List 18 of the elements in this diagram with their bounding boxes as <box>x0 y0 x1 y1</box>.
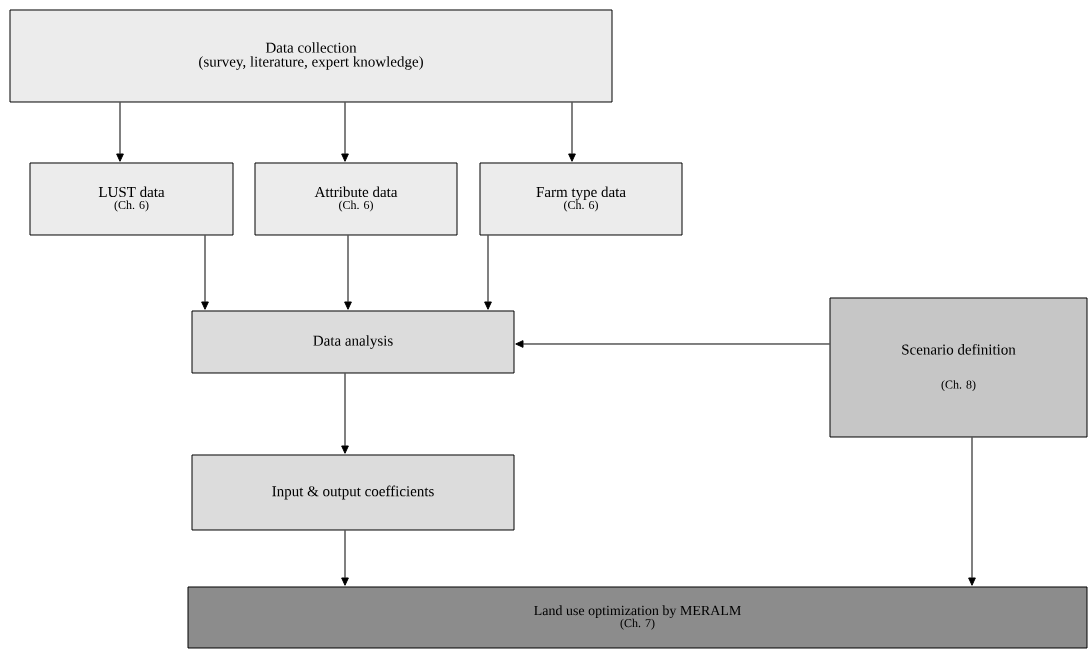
process-box: Input & output coefficients <box>191 454 515 531</box>
arrow <box>201 235 209 310</box>
arrow <box>484 235 492 310</box>
process-box: Data collection (survey, literature, expert knowledge) <box>9 9 613 103</box>
arrow <box>341 530 349 586</box>
process-box: Land use optimization by MERALM (Ch. 7) <box>187 586 1088 649</box>
arrow <box>341 373 349 454</box>
process-box: LUST data (Ch. 6) <box>29 162 234 236</box>
process-box: Attribute data (Ch. 6) <box>254 162 458 236</box>
arrow <box>568 102 576 162</box>
process-box: Data analysis <box>191 310 515 374</box>
arrow <box>341 102 349 162</box>
arrow <box>515 340 830 348</box>
process-box: Farm type data (Ch. 6) <box>479 162 683 236</box>
arrow <box>344 235 352 310</box>
arrow <box>968 437 976 586</box>
process-box: Scenario definition (Ch. 8) <box>829 297 1088 438</box>
arrow <box>116 102 124 162</box>
